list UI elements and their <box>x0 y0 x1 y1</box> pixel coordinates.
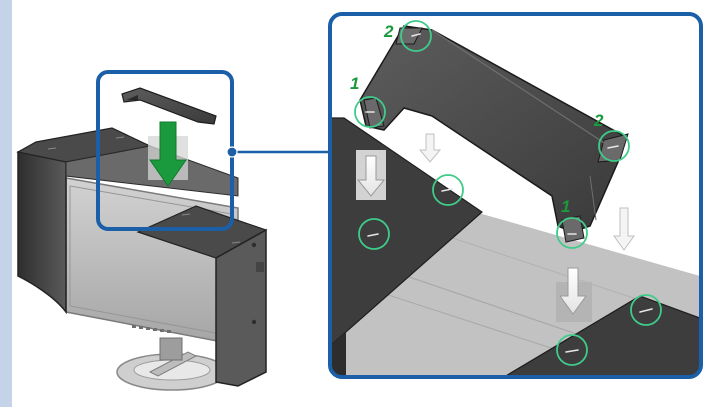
step-label-2-top: 2 <box>383 22 394 41</box>
arrow-down-icon <box>356 155 386 197</box>
step-label-1-right: 1 <box>561 197 570 216</box>
monitor-front-buttons <box>132 325 171 333</box>
sidebar-band <box>0 0 12 407</box>
step-label-1-left: 1 <box>350 74 359 93</box>
circle-marker-icon <box>354 20 662 366</box>
callout-connector-dot <box>226 146 238 158</box>
arrow-down-icon <box>613 207 635 251</box>
plate-overview <box>121 87 217 125</box>
monitor-stand-neck <box>159 337 183 361</box>
arrow-down-icon <box>559 267 587 315</box>
monitor-screen <box>65 177 239 346</box>
monitor-overview <box>16 127 268 391</box>
detail-view: 2 1 2 1 <box>330 14 701 377</box>
hood-right-panel <box>215 228 267 387</box>
step-label-2-right: 2 <box>593 111 604 130</box>
arrow-down-icon <box>149 121 187 187</box>
hood-left-panel <box>17 149 67 315</box>
detail-callout-box <box>328 12 703 379</box>
detail-hood-plate <box>359 25 629 243</box>
arrow-down-icon <box>418 133 442 163</box>
